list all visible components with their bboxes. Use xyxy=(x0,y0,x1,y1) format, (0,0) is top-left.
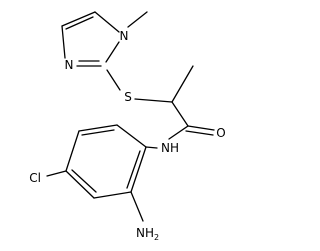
bond-s-ch xyxy=(134,98,173,103)
bond-c4-c3-inner xyxy=(71,169,97,193)
atom-nh2-subscript: 2 xyxy=(154,233,159,242)
atom-n-ring: N xyxy=(65,58,74,72)
bond-c3-c2 xyxy=(93,191,132,199)
bond-carbonyl-o-2 xyxy=(185,130,214,136)
bond-c5-c4-inner xyxy=(65,16,94,30)
bond-c2-c1 xyxy=(130,146,147,193)
atom-o: O xyxy=(216,126,225,140)
bond-c2-nh2 xyxy=(130,191,144,222)
atom-nh2-main: NH xyxy=(136,226,154,240)
atom-nh2: NH2 xyxy=(136,226,159,242)
bond-c1-c6 xyxy=(116,124,147,148)
bond-nh-c1 xyxy=(145,146,158,149)
bonds xyxy=(46,11,215,222)
bond-c5-c4 xyxy=(65,130,80,172)
bond-c5-c4 xyxy=(61,11,96,27)
atom-s: S xyxy=(124,90,132,104)
bond-c4-cl xyxy=(46,170,67,177)
bond-n1-methyl xyxy=(127,11,148,28)
bond-c2-n1 xyxy=(105,41,120,63)
bond-n1-c5 xyxy=(94,11,120,33)
bond-carbonyl-o xyxy=(187,125,215,131)
bond-c2-s xyxy=(106,69,121,91)
atom-n-methyl: N xyxy=(120,29,129,43)
atom-cl: Cl xyxy=(29,171,41,185)
atom-nh: NH xyxy=(161,141,179,155)
structure-drawing: N N S O NH Cl NH2 xyxy=(29,11,226,242)
bond-c2-c1-inner xyxy=(126,150,141,189)
bond-carbonyl-nh xyxy=(168,125,189,140)
bond-ch-methyl xyxy=(171,65,194,103)
bond-c4-c3 xyxy=(65,170,95,199)
bond-c4-n3 xyxy=(61,25,66,59)
bond-ch-carbonyl xyxy=(171,101,189,127)
bond-c6-c5 xyxy=(78,124,118,132)
bond-c6-c5-inner xyxy=(81,129,115,136)
atom-labels: N N S O NH Cl NH2 xyxy=(29,29,225,242)
